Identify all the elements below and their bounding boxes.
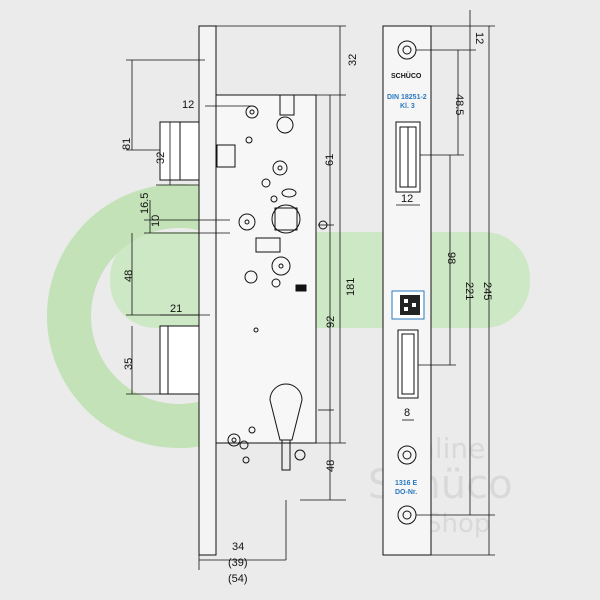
dim-front-12: 12 (473, 32, 485, 44)
side-view-holes (227, 105, 328, 471)
side-view-dimension-labels: 12 32 61 181 92 48 81 32 16.5 10 48 21 3… (121, 54, 359, 585)
dim-front-48-5: 48.5 (453, 94, 465, 115)
dim-right-32: 32 (347, 54, 359, 66)
brand-logo-text: SCHÜCO (391, 71, 422, 80)
norm-line2: Kl. 3 (400, 103, 415, 110)
watermark-line3: Shop (425, 509, 490, 539)
dim-bottom-34: 34 (232, 541, 244, 553)
dim-right-92: 92 (325, 316, 337, 328)
side-view-outline (159, 25, 317, 556)
front-view-marking (391, 290, 425, 320)
dim-front-245: 245 (481, 282, 493, 300)
dim-front-8-width: 8 (404, 407, 410, 419)
stamp-line2: DO-Nr. (395, 489, 417, 496)
dim-left-35: 35 (123, 358, 135, 370)
front-view-dimension-labels: 12 8 12 48.5 98 221 245 (401, 32, 493, 419)
dim-left-21: 21 (170, 303, 182, 315)
dim-left-16-5: 16.5 (139, 193, 151, 214)
norm-line1: DIN 18251-2 (387, 94, 427, 101)
dim-right-181: 181 (345, 278, 357, 296)
dim-front-98: 98 (445, 252, 457, 264)
dim-right-48: 48 (325, 460, 337, 472)
stamp-line1: 1316 E (395, 480, 418, 487)
front-view-dimension-lines (396, 10, 495, 556)
dim-bottom-39: (39) (228, 557, 248, 569)
dim-front-12-width: 12 (401, 193, 413, 205)
dim-top-12: 12 (182, 99, 194, 111)
dim-left-10: 10 (150, 215, 162, 227)
dim-left-81: 81 (121, 138, 133, 150)
dim-left-48: 48 (123, 270, 135, 282)
dim-left-32: 32 (155, 152, 167, 164)
side-view-dimension-lines (126, 25, 346, 570)
dim-bottom-54: (54) (228, 573, 248, 585)
dim-right-61: 61 (324, 154, 336, 166)
dim-front-221: 221 (463, 282, 475, 300)
